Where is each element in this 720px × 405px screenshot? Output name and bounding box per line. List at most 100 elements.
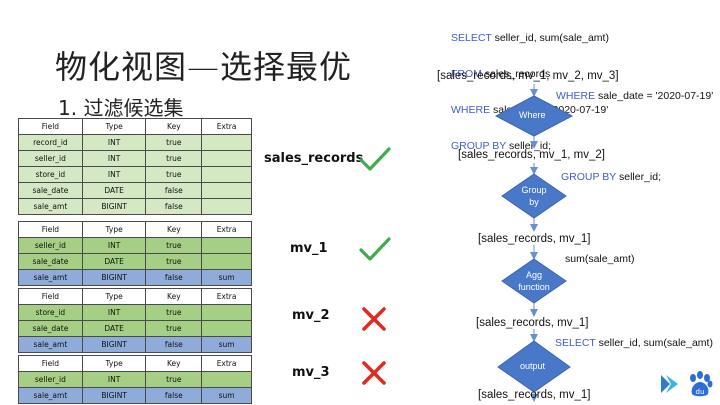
table-name-sales-records: sales_records bbox=[264, 151, 364, 166]
cell-extra bbox=[201, 237, 252, 254]
agg-expression-label: sum(sale_amt) bbox=[565, 253, 635, 265]
select-expression-label: SELECT seller_id, sum(sale_amt) bbox=[555, 337, 713, 349]
sql-keyword: WHERE bbox=[451, 104, 491, 116]
agg-function-node-shape bbox=[501, 258, 567, 304]
cell-extra bbox=[201, 198, 252, 215]
group-by-node-shape bbox=[501, 173, 567, 219]
candidates-label: [sales_records, mv_1, mv_2, mv_3] bbox=[437, 70, 619, 82]
header-type: Type bbox=[81, 288, 147, 305]
cross-icon bbox=[362, 307, 386, 331]
cell-field: seller_id bbox=[18, 237, 83, 254]
table-name-mv-3: mv_3 bbox=[292, 365, 330, 380]
sql-text: seller_id, sum(sale_amt) bbox=[595, 337, 713, 349]
sql-keyword: GROUP BY bbox=[451, 140, 507, 152]
table-row: store_id INT true bbox=[18, 304, 252, 321]
table-name-mv-1: mv_1 bbox=[290, 241, 328, 256]
header-extra: Extra bbox=[201, 355, 252, 372]
header-type: Type bbox=[81, 221, 147, 238]
cell-type: INT bbox=[81, 150, 147, 167]
cell-key: false bbox=[145, 336, 203, 353]
table-row: store_id INT true bbox=[18, 166, 252, 183]
table-row: seller_id INT true bbox=[18, 237, 252, 254]
table-row: seller_id INT true bbox=[18, 150, 252, 167]
sql-text: sale_date = '2020-07-19' bbox=[595, 90, 714, 102]
group-by-node-label: Group by bbox=[521, 184, 547, 208]
table-header-row: Field Type Key Extra bbox=[18, 288, 252, 305]
cell-extra: sum bbox=[201, 387, 252, 404]
where-node-label: Where bbox=[519, 110, 546, 120]
cell-type: INT bbox=[81, 166, 147, 183]
table-row: sale_amt BIGINT false sum bbox=[18, 387, 252, 404]
node-label-line: function bbox=[518, 282, 550, 292]
cell-type: BIGINT bbox=[81, 269, 147, 286]
sql-keyword: SELECT bbox=[555, 337, 596, 349]
sql-line: FROM sales_records bbox=[451, 68, 609, 80]
check-icon bbox=[359, 237, 391, 261]
cell-type: INT bbox=[81, 237, 147, 254]
cell-extra bbox=[201, 371, 252, 388]
cell-key: false bbox=[145, 198, 203, 215]
svg-text:du: du bbox=[696, 388, 705, 396]
sql-line: SELECT seller_id, sum(sale_amt) bbox=[451, 32, 609, 44]
table-row: sale_amt BIGINT false bbox=[18, 198, 252, 215]
paddle-logo-icon bbox=[661, 375, 678, 393]
table-mv-2: Field Type Key Extra store_id INT true s… bbox=[18, 288, 252, 353]
sql-keyword: FROM bbox=[451, 68, 482, 80]
node-label-line: Agg bbox=[525, 270, 542, 280]
agg-function-node-label: Agg function bbox=[514, 269, 554, 293]
cell-type: DATE bbox=[81, 182, 147, 199]
cell-field: seller_id bbox=[18, 150, 83, 167]
cell-key: false bbox=[145, 387, 203, 404]
header-extra: Extra bbox=[201, 118, 252, 135]
sql-line: GROUP BY seller_id; bbox=[451, 140, 609, 152]
cell-extra bbox=[201, 182, 252, 199]
table-name-mv-2: mv_2 bbox=[292, 308, 330, 323]
cell-key: true bbox=[145, 134, 203, 151]
cell-extra: sum bbox=[201, 269, 252, 286]
candidates-label: [sales_records, mv_1] bbox=[476, 317, 589, 329]
cell-type: BIGINT bbox=[81, 387, 147, 404]
cell-field: sale_date bbox=[18, 253, 83, 270]
sql-text: seller_id; bbox=[506, 140, 552, 152]
table-mv-1: Field Type Key Extra seller_id INT true … bbox=[18, 221, 252, 286]
header-field: Field bbox=[18, 355, 83, 372]
group-by-condition-label: GROUP BY seller_id; bbox=[561, 171, 661, 183]
baidu-logo-icon: du bbox=[690, 371, 713, 397]
cell-field: sale_amt bbox=[18, 336, 83, 353]
candidates-label: [sales_records, mv_1, mv_2] bbox=[458, 149, 606, 161]
table-row: sale_amt BIGINT false sum bbox=[18, 269, 252, 286]
node-label-line: by bbox=[529, 197, 539, 207]
cell-field: store_id bbox=[18, 304, 83, 321]
output-node-shape bbox=[497, 340, 571, 393]
cell-type: DATE bbox=[81, 320, 147, 337]
table-row: sale_date DATE true bbox=[18, 253, 252, 270]
candidates-label: [sales_records, mv_1] bbox=[478, 233, 591, 245]
header-type: Type bbox=[81, 355, 147, 372]
sql-text: seller_id; bbox=[616, 171, 662, 183]
cross-icon bbox=[362, 361, 386, 385]
table-mv-3: Field Type Key Extra seller_id INT true … bbox=[18, 355, 252, 404]
cell-type: BIGINT bbox=[81, 198, 147, 215]
cell-type: BIGINT bbox=[81, 336, 147, 353]
header-key: Key bbox=[145, 288, 203, 305]
node-label-line: Group bbox=[521, 185, 547, 195]
header-extra: Extra bbox=[201, 288, 252, 305]
cell-field: store_id bbox=[18, 166, 83, 183]
output-node-label: output bbox=[520, 361, 546, 371]
table-header-row: Field Type Key Extra bbox=[18, 221, 252, 238]
cell-extra bbox=[201, 253, 252, 270]
cell-type: DATE bbox=[81, 253, 147, 270]
table-sales-records: Field Type Key Extra record_id INT true … bbox=[18, 118, 252, 215]
slide-title: 物化视图—选择最优 bbox=[55, 48, 353, 86]
cell-field: record_id bbox=[18, 134, 83, 151]
cell-field: sale_amt bbox=[18, 269, 83, 286]
sql-text: seller_id, sum(sale_amt) bbox=[491, 32, 609, 44]
sql-text: sales_records bbox=[481, 68, 551, 80]
candidates-label: [sales_records, mv_1] bbox=[478, 389, 591, 401]
slide-subtitle: 1. 过滤候选集 bbox=[58, 96, 184, 120]
cell-field: sale_amt bbox=[18, 387, 83, 404]
cell-extra: sum bbox=[201, 336, 252, 353]
cell-field: sale_amt bbox=[18, 198, 83, 215]
header-field: Field bbox=[18, 288, 83, 305]
header-key: Key bbox=[145, 221, 203, 238]
